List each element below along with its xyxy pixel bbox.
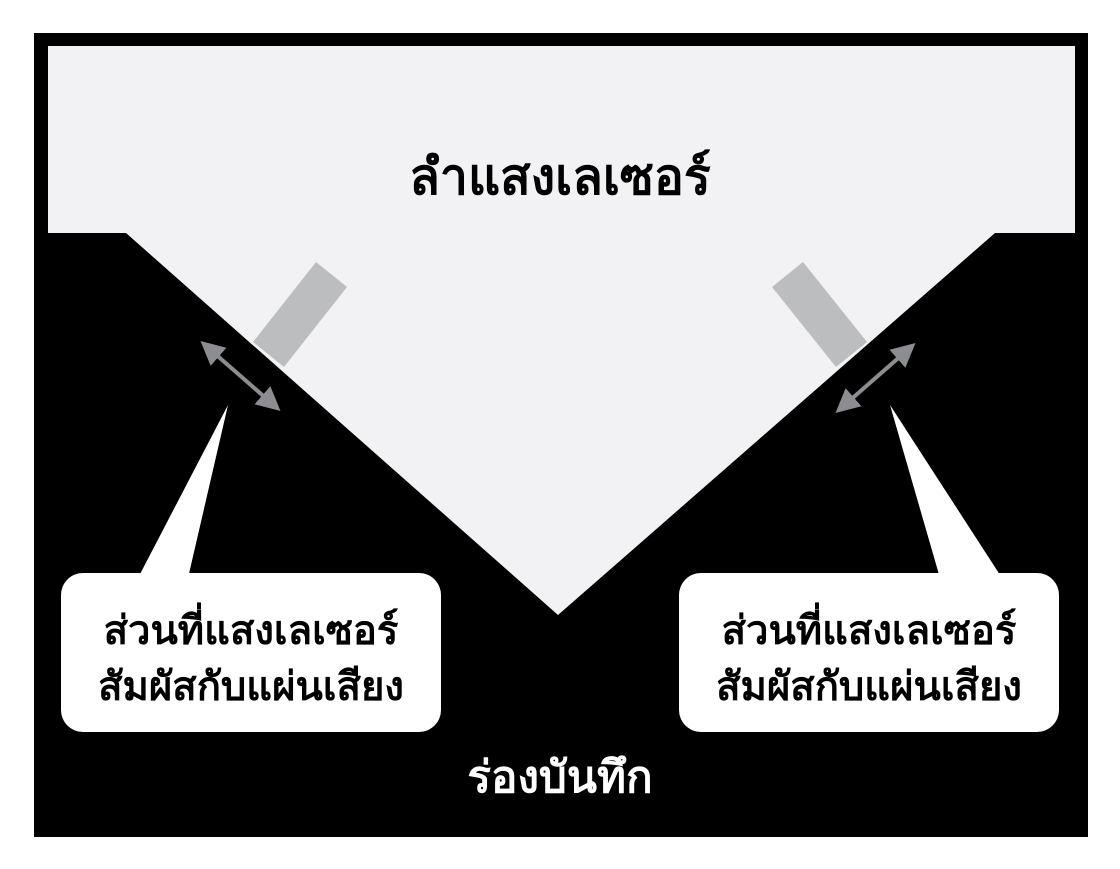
callout-box-left [61, 573, 441, 732]
double-arrow-left-icon [200, 341, 281, 411]
callout-left-text: ส่วนที่แสงเลเซอร์ สัมผัสกับแผ่นเสียง [63, 603, 439, 715]
double-arrow-right-icon [835, 343, 916, 413]
callout-right-text: ส่วนที่แสงเลเซอร์ สัมผัสกับแผ่นเสียง [681, 603, 1057, 715]
callout-pointer-left [138, 405, 228, 578]
callout-left-line1: ส่วนที่แสงเลเซอร์ [103, 608, 399, 654]
groove-label: ร่องบันทึก [467, 752, 653, 803]
callout-right-line1: ส่วนที่แสงเลเซอร์ [721, 608, 1017, 654]
laser-beam [48, 46, 1075, 615]
contact-marker-left [253, 262, 347, 367]
laser-beam-label: ลำแสงเลเซอร์ [409, 148, 711, 206]
callout-pointer-right [890, 405, 1002, 578]
callout-box-right [679, 573, 1059, 732]
contact-marker-right [772, 262, 867, 367]
callout-left-line2: สัมผัสกับแผ่นเสียง [98, 664, 404, 710]
callout-right-line2: สัมผัสกับแผ่นเสียง [716, 664, 1022, 710]
